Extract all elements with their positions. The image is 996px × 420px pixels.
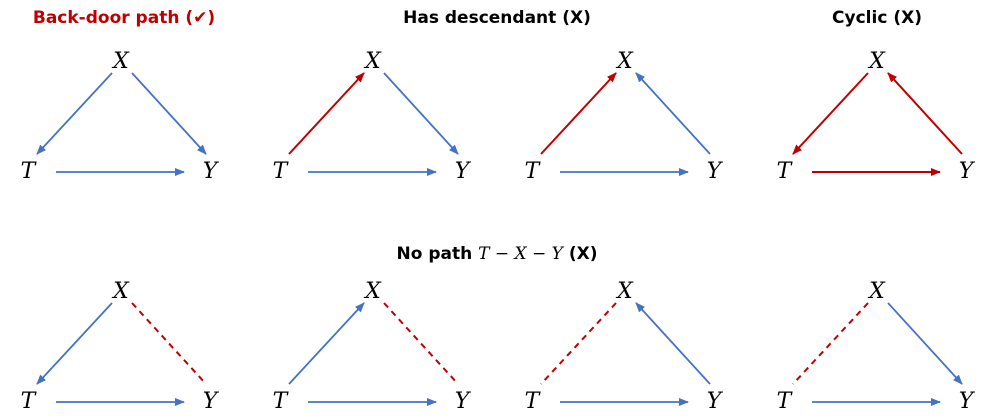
heading-cyclic: Cyclic (X): [832, 8, 922, 28]
diagram-nopath-3: [540, 302, 711, 406]
node-t-label: T: [272, 389, 288, 414]
node-t-label: T: [20, 389, 36, 414]
node-y-label: Y: [454, 159, 470, 184]
node-t-label: T: [20, 159, 36, 184]
node-y-label: Y: [706, 159, 722, 184]
heading-backdoor-path: Back-door path (✔): [32, 8, 216, 28]
node-t-label: T: [776, 159, 792, 184]
node-t-label: T: [524, 389, 540, 414]
node-y-label: Y: [202, 159, 218, 184]
diagram-nopath-1: [36, 302, 207, 406]
diagram-descendant-2: [540, 72, 711, 176]
edge-x-t-red: [792, 72, 869, 155]
node-x-label: X: [365, 49, 381, 74]
diagram-descendant-1: [288, 72, 459, 176]
edge-t-x-blue: [288, 302, 365, 385]
heading-no-path: No path T − X − Y (X): [397, 244, 598, 264]
diagram-nopath-2: [288, 302, 459, 406]
node-x-label: X: [869, 279, 885, 304]
node-t-label: T: [776, 389, 792, 414]
edge-x-y-blue: [131, 72, 207, 155]
heading-has-descendant: Has descendant (X): [403, 8, 591, 28]
node-x-label: X: [869, 49, 885, 74]
edge-x-t-blue: [36, 72, 113, 155]
node-y-label: Y: [202, 389, 218, 414]
edge-x-y-missing: [131, 302, 207, 385]
node-y-label: Y: [706, 389, 722, 414]
diagram-nopath-4: [792, 302, 963, 406]
node-x-label: X: [113, 49, 129, 74]
node-y-label: Y: [958, 159, 974, 184]
edge-x-y-missing: [383, 302, 459, 385]
node-x-label: X: [617, 49, 633, 74]
edge-t-x-red: [540, 72, 617, 155]
edge-x-t-blue: [36, 302, 113, 385]
node-t-label: T: [524, 159, 540, 184]
edge-y-x-blue: [635, 72, 711, 155]
edge-t-x-missing: [792, 302, 869, 385]
node-x-label: X: [113, 279, 129, 304]
edge-x-y-blue: [383, 72, 459, 155]
node-y-label: Y: [454, 389, 470, 414]
node-y-label: Y: [958, 389, 974, 414]
edge-x-y-blue: [887, 302, 963, 385]
heading-no-path-math: T − X − Y: [478, 244, 563, 264]
node-x-label: X: [617, 279, 633, 304]
edge-t-x-red: [288, 72, 365, 155]
edge-y-x-red: [887, 72, 963, 155]
node-t-label: T: [272, 159, 288, 184]
heading-no-path-prefix: No path: [396, 244, 479, 264]
heading-no-path-suffix: (X): [562, 244, 598, 264]
edge-y-x-blue: [635, 302, 711, 385]
diagram-backdoor: [36, 72, 207, 176]
edge-t-x-missing: [540, 302, 617, 385]
diagram-cyclic: [792, 72, 963, 176]
node-x-label: X: [365, 279, 381, 304]
